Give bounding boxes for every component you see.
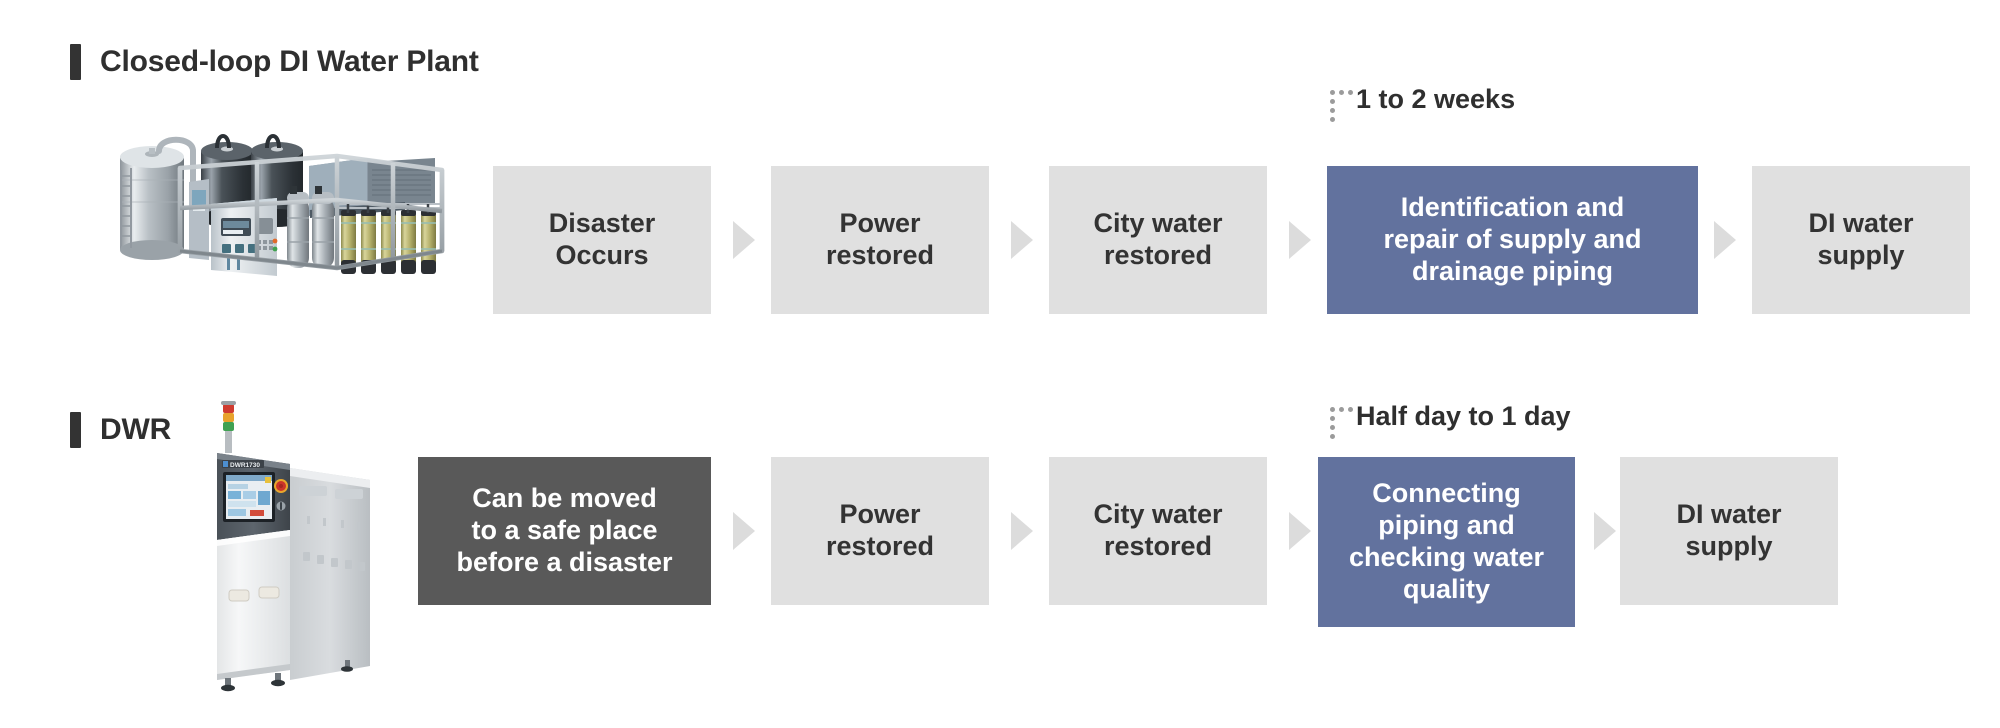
duration-callout-dwr: Half day to 1 day (1330, 403, 1571, 447)
flow-arrow-icon (1289, 512, 1311, 550)
step-box-di-water-supply-dwr[interactable]: DI water supply (1620, 457, 1838, 605)
step-label-line: DI water (1808, 208, 1914, 239)
step-label-line: to a safe place (471, 515, 658, 546)
machine-feet (221, 660, 353, 692)
step-box-connecting-piping-checking-water-quality[interactable]: Connecting piping and checking water qua… (1318, 457, 1575, 627)
step-label-line: restored (1103, 531, 1213, 561)
step-label-line: restored (825, 240, 935, 270)
step-label-line: City water (1093, 208, 1223, 239)
flow-arrow-icon (1011, 512, 1033, 550)
step-label-line: DI water (1676, 499, 1782, 530)
duration-label: Half day to 1 day (1356, 401, 1571, 431)
step-label-line: drainage piping (1411, 255, 1613, 286)
step-label-line: before a disaster (456, 546, 673, 577)
flow-arrow-icon (1011, 221, 1033, 259)
dwr-unit-illustration: DWR1730 (195, 398, 375, 693)
control-head: DWR1730 (217, 453, 290, 540)
step-box-power-restored-dwr[interactable]: Power restored (771, 457, 989, 605)
section-accent-bar (70, 44, 81, 80)
flow-arrow-icon (1289, 221, 1311, 259)
duration-label: 1 to 2 weeks (1356, 84, 1516, 114)
support-frame-base (179, 249, 443, 270)
step-label-line: restored (1103, 240, 1213, 270)
step-label-line: Occurs (555, 240, 649, 270)
storage-tank (120, 136, 196, 260)
step-label-line: quality (1402, 573, 1490, 604)
step-label-line: repair of supply and (1383, 224, 1642, 255)
step-label-line: Power (839, 499, 921, 530)
step-box-identification-repair-piping[interactable]: Identification and repair of supply and … (1327, 166, 1698, 314)
step-box-can-be-moved[interactable]: Can be moved to a safe place before a di… (418, 457, 711, 605)
flow-arrow-icon (1594, 512, 1616, 550)
step-label-line: restored (825, 531, 935, 561)
page-title: Closed-loop DI Water Plant (100, 45, 479, 78)
di-water-plant-illustration (105, 118, 450, 283)
step-box-city-water-restored[interactable]: City water restored (1049, 166, 1267, 314)
step-label-line: supply (1817, 240, 1905, 270)
step-label-line: piping and (1378, 510, 1515, 541)
step-label-line: Can be moved (472, 483, 657, 514)
step-label-line: supply (1685, 531, 1773, 561)
step-label-line: Connecting (1372, 478, 1521, 509)
step-label-line: Disaster (548, 208, 656, 239)
dotted-corner-bracket-icon (1330, 407, 1353, 447)
step-label-line: City water (1093, 499, 1223, 530)
section-title-dwr: DWR (100, 413, 172, 446)
flow-arrow-icon (733, 512, 755, 550)
section-accent-bar (70, 412, 81, 448)
step-label-line: Identification and (1400, 192, 1625, 223)
section-heading-dwr: DWR (70, 412, 171, 448)
flow-arrow-icon (733, 221, 755, 259)
duration-callout-closed-loop: 1 to 2 weeks (1330, 86, 1515, 130)
stack-light-icon (221, 401, 236, 453)
step-label-line: Power (839, 208, 921, 239)
step-label-line: checking water (1348, 542, 1545, 572)
step-box-disaster-occurs[interactable]: Disaster Occurs (493, 166, 711, 314)
dotted-corner-bracket-icon (1330, 90, 1353, 130)
step-box-power-restored[interactable]: Power restored (771, 166, 989, 314)
flow-arrow-icon (1714, 221, 1736, 259)
section-heading-closed-loop: Closed-loop DI Water Plant (70, 44, 479, 80)
svg-text:DWR1730: DWR1730 (230, 462, 260, 469)
step-box-city-water-restored-dwr[interactable]: City water restored (1049, 457, 1267, 605)
step-box-di-water-supply[interactable]: DI water supply (1752, 166, 1970, 314)
